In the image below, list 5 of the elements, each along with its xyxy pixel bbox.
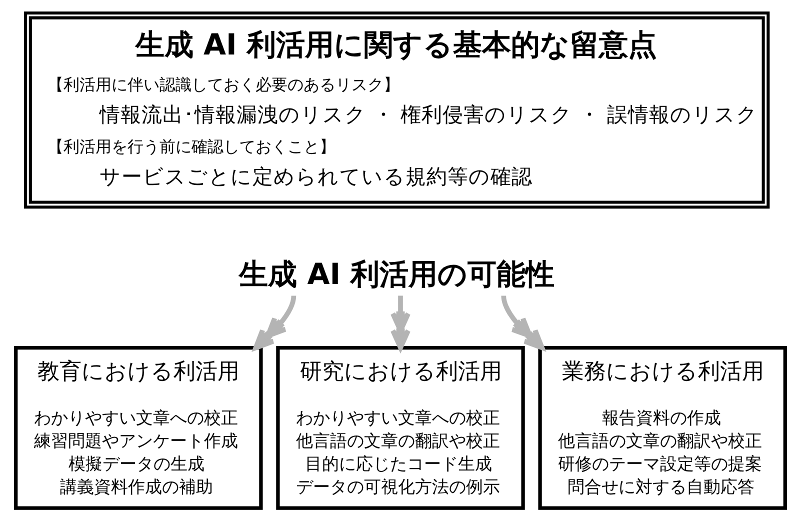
node-box: 生成 AI 利活用に関する基本的な留意点 【利活用に伴い認識しておく必要のあるリスク】 情報流出･情報漏洩のリスク ・ 権利侵害のリスク ・ 誤情報のリスク 【利活用を行う前に確認しておくこと】 サービスごとに定められている規約等の確認 [24,11,770,209]
node-text: 生成 AI 利活用の可能性 [238,256,554,291]
node-box: 研究における利活用 わかりやすい文章への校正 他言語の文章の翻訳や校正 目的に応じたコード生成 データの可視化方法の例示 [276,346,524,510]
node-box: 業務における利活用 報告資料の作成 他言語の文章の翻訳や校正 研修のテーマ設定等の提案 問合せに対する自動応答 [538,346,786,510]
node-box: 教育における利活用 わかりやすい文章への校正 練習問題やアンケート作成 模擬データの生成 講義資料作成の補助 [14,346,262,510]
